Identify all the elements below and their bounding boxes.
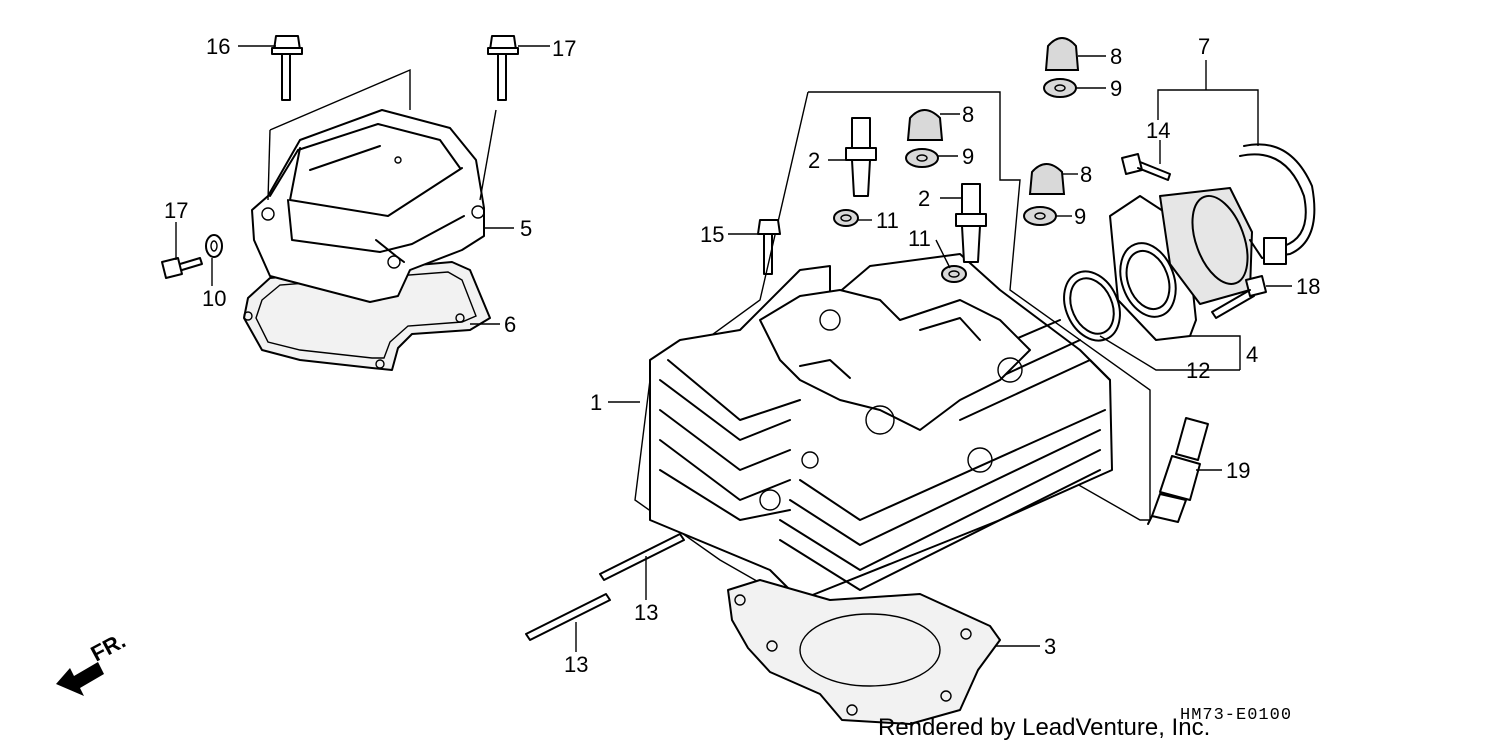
callout-16-left: 16 [206,34,230,59]
callout-4: 5 [520,216,532,241]
stud-13-lower [525,593,611,641]
bolt-16-right [487,35,519,101]
leaders-6-12 [1099,335,1241,371]
credit-text: Rendered by LeadVenture, Inc. [878,714,1211,741]
clip-11-left [833,209,859,227]
callout-9-top: 9 [1110,76,1122,101]
band-clamp-7 [1157,60,1316,265]
direction-label: FR. [87,628,130,667]
callout-labels: 16 17 17 10 5 6 1 2 2 11 11 15 8 9 8 9 8… [164,34,1320,677]
callout-13-upper: 13 [634,600,658,625]
callout-3: 3 [1044,634,1056,659]
cylinder-head [634,91,1151,641]
callout-18: 18 [1296,274,1320,299]
callout-1: 1 [590,390,602,415]
callout-14: 14 [1146,118,1170,143]
callout-5: 6 [504,312,516,337]
valve-guide-2-left [845,117,877,197]
bolt-16-left [271,35,303,101]
callout-11-left: 11 [876,208,899,233]
callout-16-right: 17 [552,36,576,61]
valve-guide-2-right [955,183,987,263]
cap-nut-8-top [1044,37,1080,71]
bolt-14 [1121,153,1171,181]
washer-10 [205,234,223,258]
washer-9-low [1023,206,1057,226]
cap-nut-8-mid [906,109,944,141]
callout-11-right: 11 [908,226,931,251]
diagram-code: HM73-E0100 [1180,706,1293,725]
callout-9-low: 9 [1074,204,1086,229]
stud-13-upper [599,533,685,581]
insulator-6 [1109,187,1253,341]
front-direction-arrow: FR. [56,628,130,696]
callout-6: 4 [1246,342,1258,367]
callout-7: 7 [1198,34,1210,59]
spark-plug-19 [1147,417,1209,525]
bolt-17 [161,257,203,279]
callout-12: 12 [1186,358,1210,383]
bolt-15 [757,219,781,275]
callout-2-right: 2 [918,186,930,211]
callout-10: 10 [202,286,226,311]
callout-19: 19 [1226,458,1250,483]
bolt-18 [1211,275,1267,319]
head-cover [251,109,485,303]
washer-9-top [1043,78,1077,98]
head-cover-gasket [243,261,491,371]
callout-8-low: 8 [1080,162,1092,187]
clip-11-right [941,265,967,283]
callout-8-mid: 8 [962,102,974,127]
callout-15: 15 [700,222,724,247]
callout-13-lower: 13 [564,652,588,677]
cover-leaders [267,68,497,201]
callout-2-left: 2 [808,148,820,173]
callout-9-mid: 9 [962,144,974,169]
o-ring-12 [1063,270,1121,342]
cap-nut-8-low [1028,163,1066,195]
callout-leaders [175,45,1292,652]
washer-9-mid [905,148,939,168]
callout-17: 17 [164,198,188,223]
callout-8-top: 8 [1110,44,1122,69]
cylinder-head-gasket [727,579,1001,725]
